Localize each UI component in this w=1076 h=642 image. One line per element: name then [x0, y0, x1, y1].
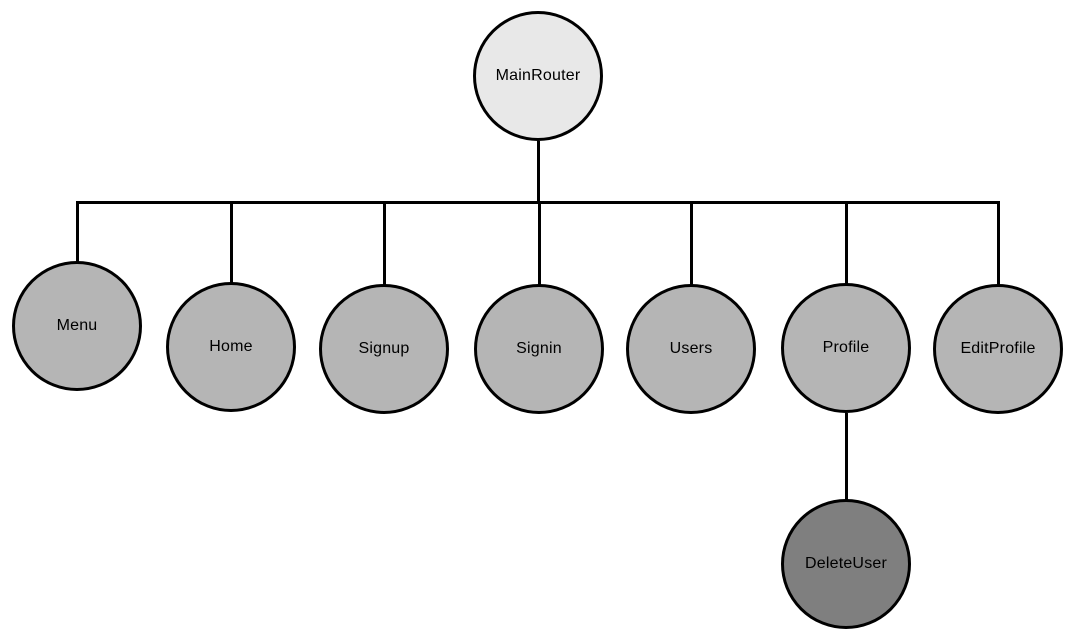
node-signin-label: Signin — [516, 340, 562, 357]
edge-drop-signup — [382, 201, 386, 286]
edge-mainrouter-trunk — [536, 141, 540, 204]
node-mainrouter-label: MainRouter — [495, 67, 581, 84]
edge-drop-profile — [844, 201, 848, 285]
edge-drop-signin — [537, 201, 541, 286]
edge-drop-menu — [75, 201, 79, 263]
node-signup: Signup — [319, 284, 449, 414]
node-home-label: Home — [209, 338, 253, 355]
edge-drop-users — [689, 201, 693, 286]
node-editprofile: EditProfile — [933, 284, 1063, 414]
node-profile: Profile — [781, 283, 911, 413]
node-editprofile-label: EditProfile — [960, 340, 1036, 357]
node-signup-label: Signup — [358, 340, 410, 357]
node-home: Home — [166, 282, 296, 412]
node-menu: Menu — [12, 261, 142, 391]
node-profile-label: Profile — [822, 339, 870, 356]
edge-drop-home — [229, 201, 233, 284]
node-deleteuser: DeleteUser — [781, 499, 911, 629]
node-deleteuser-label: DeleteUser — [804, 555, 888, 572]
edge-horizontal-bus — [75, 201, 999, 204]
edge-profile-deleteuser — [844, 413, 848, 500]
node-signin: Signin — [474, 284, 604, 414]
edge-drop-editprofile — [996, 201, 1000, 286]
node-mainrouter: MainRouter — [473, 11, 603, 141]
node-users-label: Users — [669, 340, 713, 357]
node-menu-label: Menu — [56, 317, 98, 334]
node-users: Users — [626, 284, 756, 414]
